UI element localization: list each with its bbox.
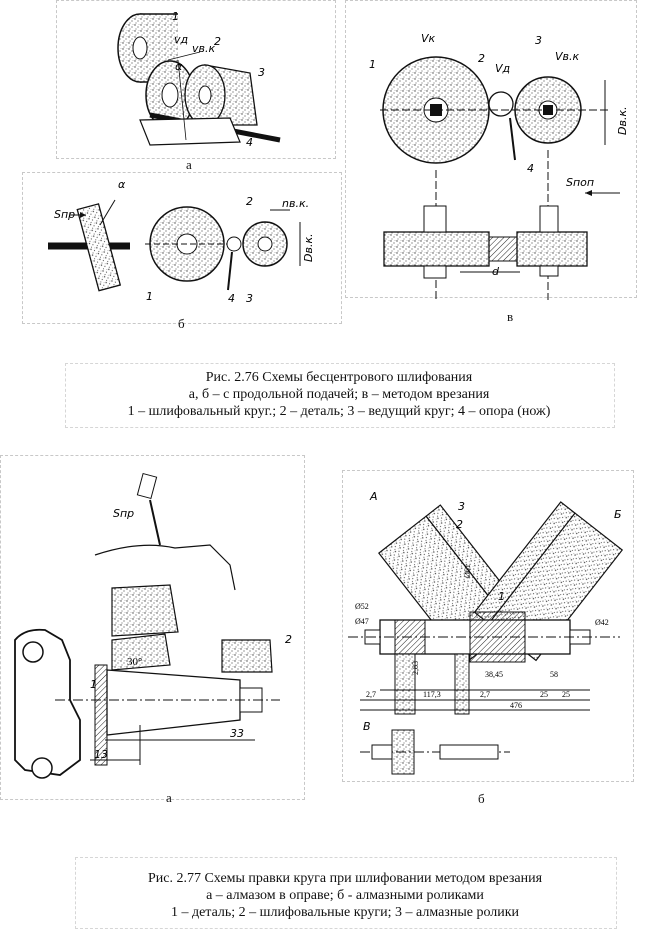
fig276v-sublabel: в: [507, 309, 514, 324]
fig276a-label-alpha: α: [175, 60, 183, 73]
fig276b-label-1: 1: [146, 290, 153, 303]
fig276b-label-dvk: Dв.к.: [302, 233, 315, 262]
fig276a-label-3: 3: [258, 66, 265, 79]
fig277b-label-476: 476: [510, 701, 522, 710]
fig277b-label-A: А: [369, 490, 378, 503]
fig276-caption: Рис. 2.76 Схемы бесцентрового шлифования…: [65, 369, 613, 420]
fig276v-label-1: 1: [369, 58, 376, 71]
fig276a-label-vvk: vв.к: [192, 42, 215, 55]
fig276-caption-frame: [65, 363, 615, 428]
fig277a-label-30: 30°: [127, 656, 142, 668]
fig277b-label-25b: 25: [562, 690, 570, 699]
fig276b-label-2: 2: [246, 195, 253, 208]
fig277b-label-1: 1: [498, 590, 505, 603]
fig276v-label-d: d: [492, 265, 500, 278]
fig277a-label-13: 13: [94, 748, 108, 761]
fig277a-frame: [0, 455, 305, 800]
fig277b-label-d61: Ø61: [463, 564, 472, 578]
fig276a-label-1: 1: [172, 10, 179, 23]
fig277a-label-33: 33: [230, 727, 244, 740]
fig277b-label-283: 2,83: [411, 661, 420, 675]
fig276b-label-3: 3: [246, 292, 253, 305]
fig276a-frame: [56, 0, 336, 159]
fig276v-label-vd: Vд: [495, 62, 510, 75]
fig277a-label-2: 2: [285, 633, 292, 646]
fig276v-label-vvk: Vв.к: [555, 50, 580, 63]
fig277b-label-58: 58: [550, 670, 558, 679]
fig276a-label-2: 2: [214, 35, 221, 48]
fig277b-label-d42: Ø42: [595, 618, 609, 627]
fig277b-label-d52: Ø52: [355, 602, 369, 611]
fig276a-label-vd: vд: [174, 33, 188, 46]
fig277b-sublabel: б: [478, 791, 485, 806]
fig276v-label-4: 4: [527, 162, 534, 175]
fig277-caption-line3: 1 – деталь; 2 – шлифовальные круги; 3 – …: [170, 905, 520, 920]
fig276b-label-4: 4: [228, 292, 235, 305]
fig276b-frame: [22, 172, 342, 324]
fig277b-frame: [342, 470, 634, 782]
fig277a-sublabel: а: [166, 790, 172, 805]
fig276v-label-dvk: Dв.к.: [616, 106, 629, 135]
fig277a-label-1: 1: [90, 678, 97, 691]
fig277b-label-3: 3: [458, 500, 465, 513]
fig276v-label-spop: Sпоп: [566, 176, 594, 189]
fig277b-label-V: В: [363, 720, 371, 733]
fig277b-label-2: 2: [456, 518, 463, 531]
fig276v-label-2: 2: [478, 52, 485, 65]
fig277b-label-27b: 2,7: [480, 690, 490, 699]
fig277-caption-line2: а – алмазом в оправе; б - алмазными роли…: [206, 888, 484, 903]
fig276a-drawing: [117, 13, 281, 146]
fig277b-label-3845: 38,45: [485, 670, 503, 679]
fig276v-label-vk: Vк: [421, 32, 436, 45]
fig277b-label-B6: Б: [614, 508, 622, 521]
fig276a-label-4: 4: [246, 136, 253, 149]
fig276-caption-line2: а, б – с продольной подачей; в – методом…: [188, 387, 490, 402]
fig277b-drawing: [348, 501, 624, 775]
fig277-caption: Рис. 2.77 Схемы правки круга при шлифова…: [75, 870, 615, 921]
fig276b-label-spr: Sпр: [54, 208, 75, 221]
fig276-caption-title: Рис. 2.76 Схемы бесцентрового шлифования: [205, 370, 473, 385]
fig277a-label-spr: Sпр: [113, 507, 134, 520]
fig276a-sublabel: а: [186, 157, 192, 172]
fig277a-drawing: [14, 472, 280, 779]
fig276v-label-3: 3: [535, 34, 542, 47]
fig276b-drawing: [48, 199, 301, 292]
fig276-caption-line3: 1 – шлифовальный круг.; 2 – деталь; 3 – …: [127, 404, 551, 419]
fig276v-drawing: [380, 56, 620, 300]
fig276b-sublabel: б: [178, 316, 185, 331]
fig277b-label-27a: 2,7: [366, 690, 376, 699]
fig277b-label-1173: 117,3: [423, 690, 441, 699]
fig277b-label-25a: 25: [540, 690, 548, 699]
fig277-caption-frame: [75, 857, 617, 929]
fig277b-label-d47: Ø47: [355, 617, 369, 626]
fig277-caption-title: Рис. 2.77 Схемы правки круга при шлифова…: [147, 871, 543, 886]
fig276b-label-alpha: α: [118, 178, 126, 191]
fig276v-frame: [345, 0, 637, 298]
fig276b-label-nvk: nв.к.: [282, 197, 309, 210]
